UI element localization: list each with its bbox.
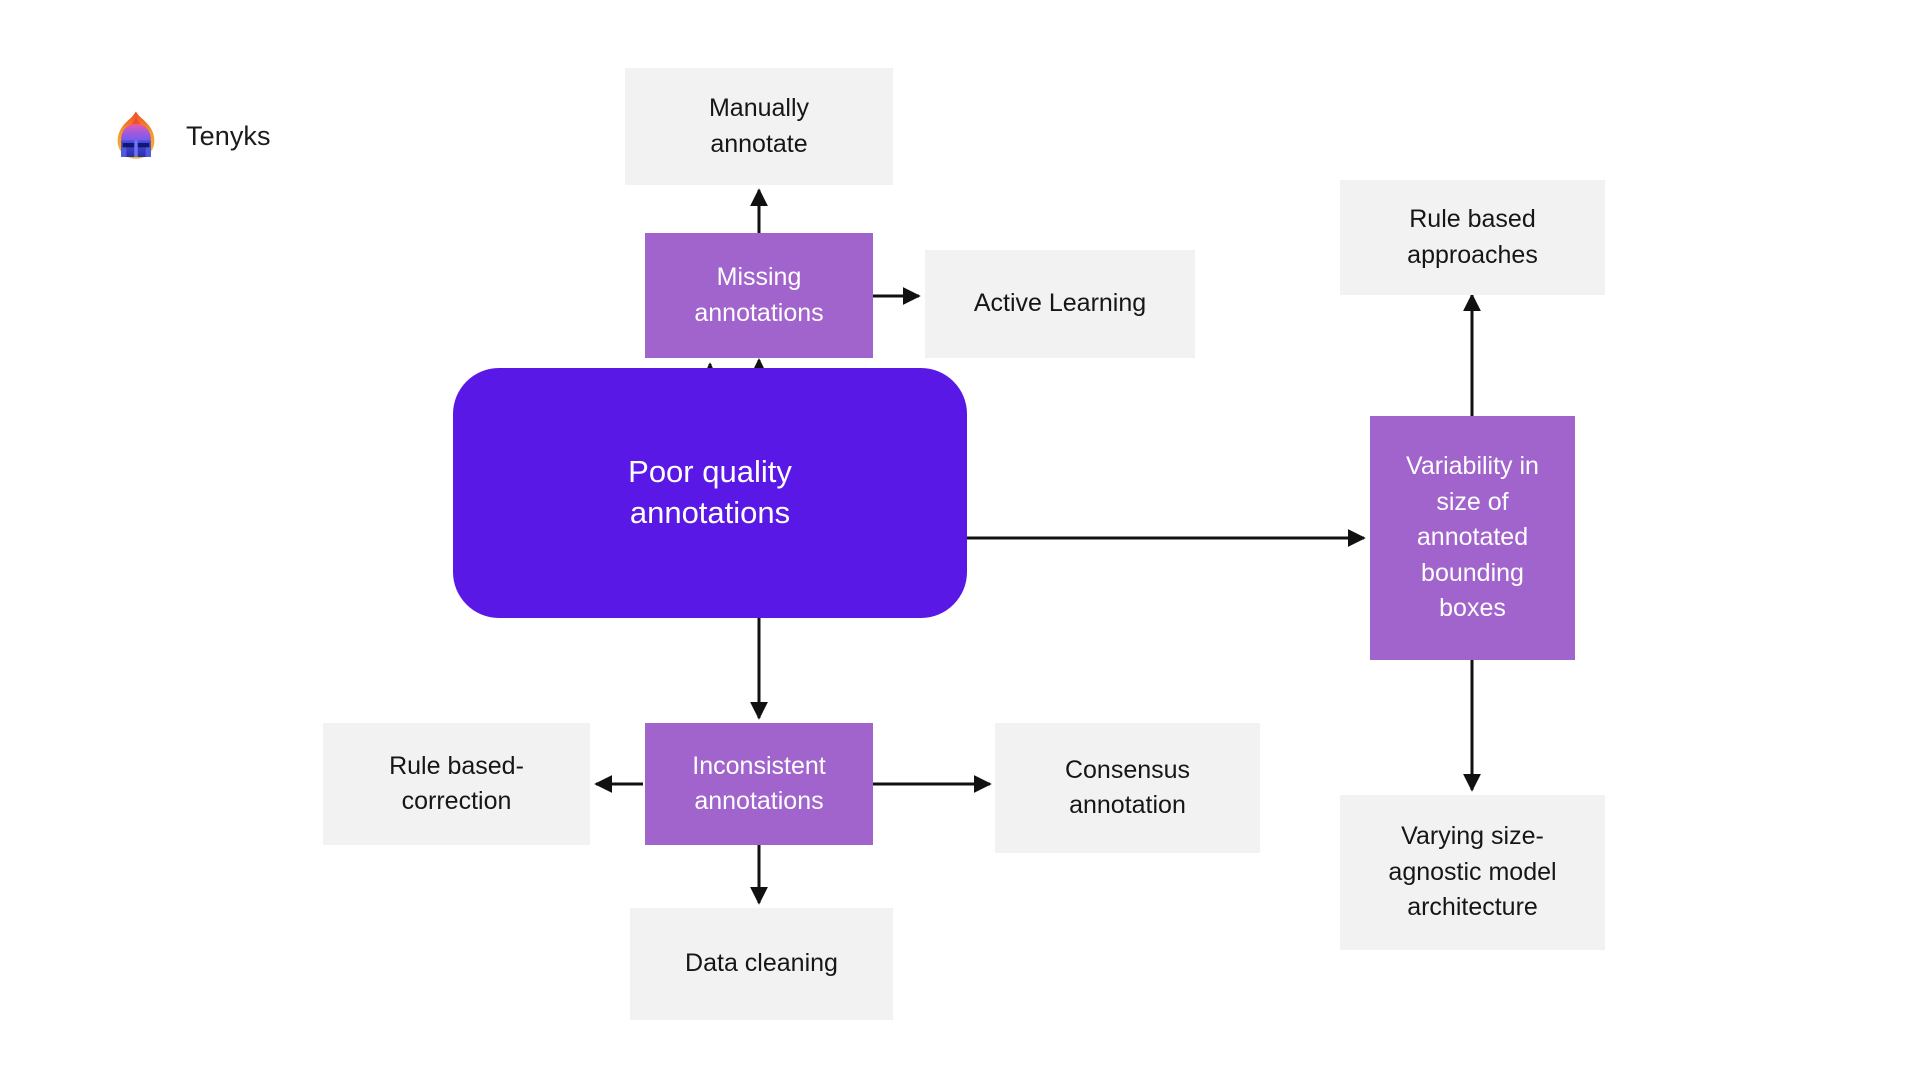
node-active-learning[interactable]: Active Learning bbox=[925, 250, 1195, 358]
node-poor-quality-annotations[interactable]: Poor quality annotations bbox=[453, 368, 967, 618]
node-rule-based-approaches[interactable]: Rule based approaches bbox=[1340, 180, 1605, 295]
node-inconsistent-annotations[interactable]: Inconsistent annotations bbox=[645, 723, 873, 845]
node-missing-annotations[interactable]: Missing annotations bbox=[645, 233, 873, 358]
brand-name: Tenyks bbox=[186, 120, 271, 151]
brand-lockup: Tenyks bbox=[108, 108, 271, 164]
node-consensus-annotation[interactable]: Consensus annotation bbox=[995, 723, 1260, 853]
node-data-cleaning[interactable]: Data cleaning bbox=[630, 908, 893, 1020]
node-manually-annotate[interactable]: Manually annotate bbox=[625, 68, 893, 185]
node-rule-based-correction[interactable]: Rule based- correction bbox=[323, 723, 590, 845]
tenyks-helmet-flame-logo-icon bbox=[117, 111, 155, 159]
node-variability-in-size-of-annotated-bounding-boxes[interactable]: Variability in size of annotated boundin… bbox=[1370, 416, 1575, 660]
node-varying-size-agnostic-model-architecture[interactable]: Varying size- agnostic model architectur… bbox=[1340, 795, 1605, 950]
